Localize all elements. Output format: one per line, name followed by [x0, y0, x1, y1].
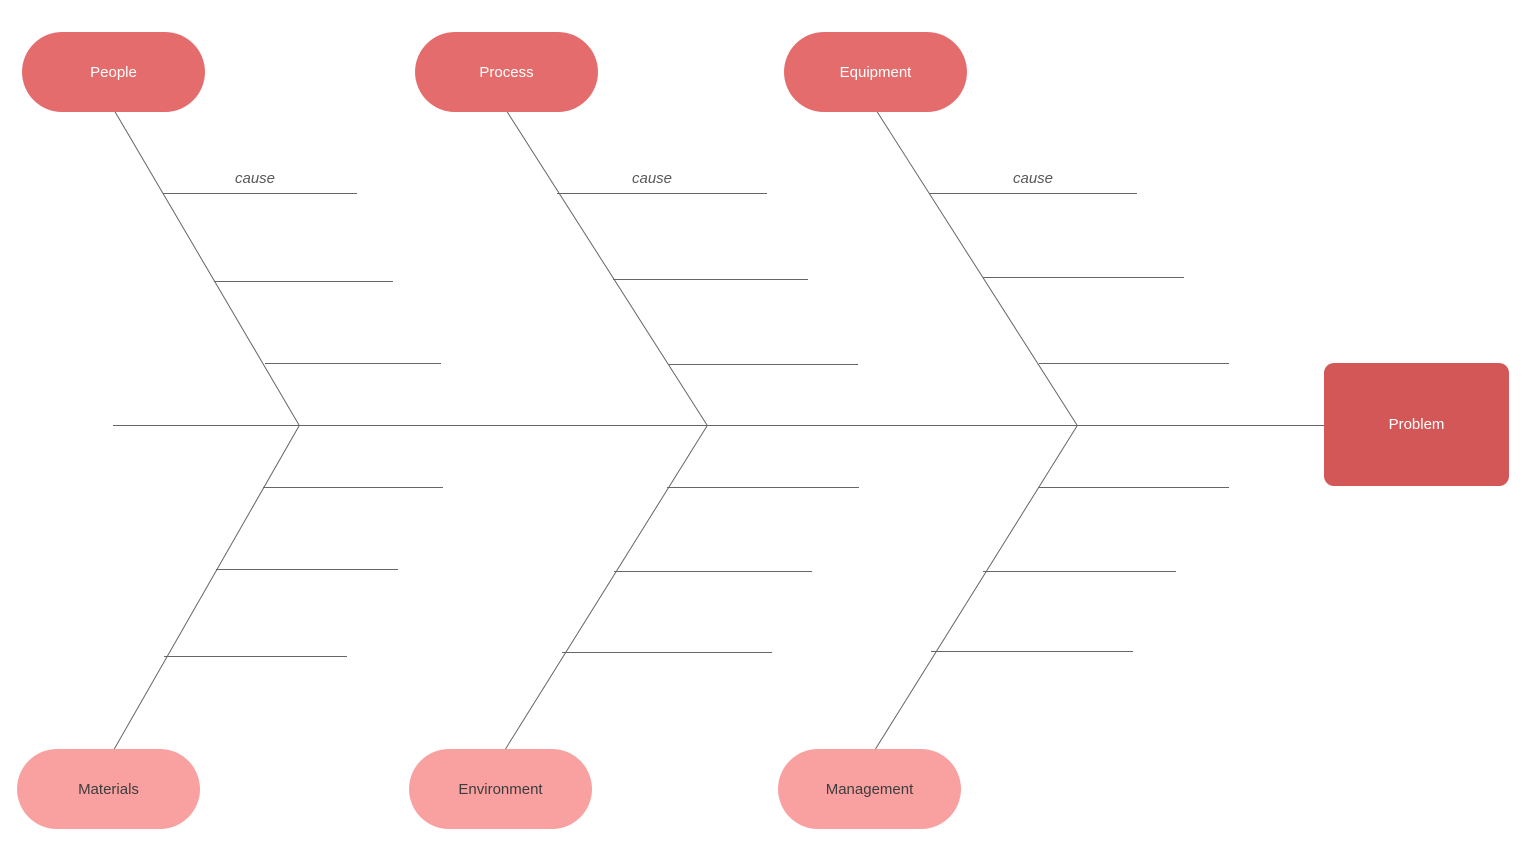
category-pill-people[interactable]: People [22, 32, 205, 112]
diagonal-materials [111, 425, 300, 754]
diagonal-people [113, 109, 300, 426]
diagonal-environment [502, 425, 708, 754]
category-pill-environment[interactable]: Environment [409, 749, 592, 829]
cause-label-process[interactable]: cause [631, 170, 673, 187]
diagonal-process [505, 109, 708, 426]
diagonal-equipment [875, 109, 1078, 426]
category-pill-equipment[interactable]: Equipment [784, 32, 967, 112]
cause-label-equipment[interactable]: cause [1012, 170, 1054, 187]
problem-box[interactable]: Problem [1324, 363, 1509, 486]
diagonal-management [872, 425, 1078, 754]
category-pill-management[interactable]: Management [778, 749, 961, 829]
category-pill-materials[interactable]: Materials [17, 749, 200, 829]
category-pill-process[interactable]: Process [415, 32, 598, 112]
cause-label-people[interactable]: cause [234, 170, 276, 187]
